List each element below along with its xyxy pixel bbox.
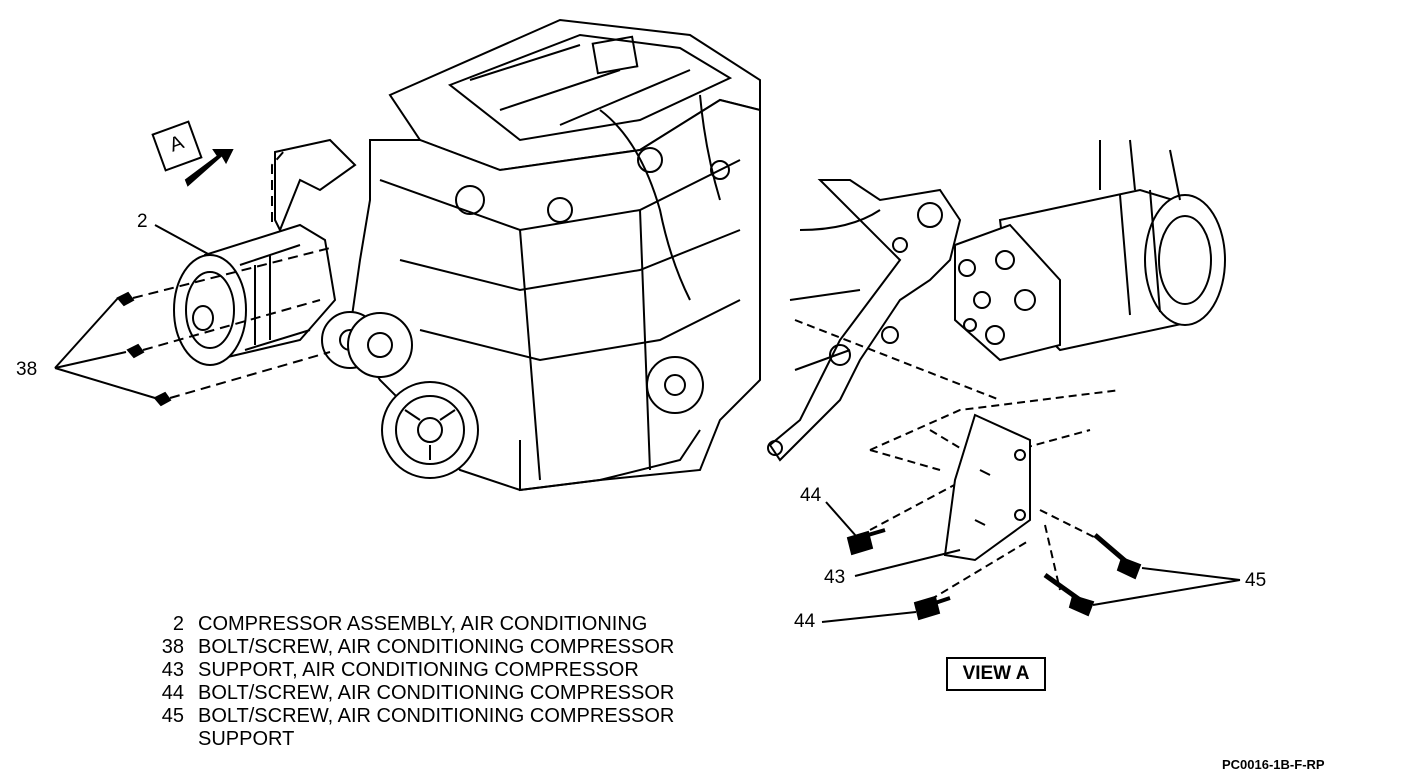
callout-43: 43 [824,567,846,588]
legend-row: 44 BOLT/SCREW, AIR CONDITIONING COMPRESS… [150,682,675,705]
legend-description-continued: SUPPORT [198,728,295,750]
legend-number: 43 [161,659,184,681]
callout-45: 45 [1245,570,1267,591]
legend-number: 45 [161,705,184,727]
legend-row: 38 BOLT/SCREW, AIR CONDITIONING COMPRESS… [150,636,675,659]
view-a-arrow-icon [151,120,234,187]
engine-illustration [274,18,761,492]
legend-number: 2 [172,613,184,635]
callout-38: 38 [16,359,38,380]
legend-description: BOLT/SCREW, AIR CONDITIONING COMPRESSOR [198,636,675,658]
legend-description: BOLT/SCREW, AIR CONDITIONING COMPRESSOR [198,705,675,727]
legend-description: BOLT/SCREW, AIR CONDITIONING COMPRESSOR [198,682,675,704]
callout-2: 2 [137,211,148,232]
support-bracket-43 [943,413,1031,562]
callout-44-bottom: 44 [794,611,816,632]
legend-row: 2 COMPRESSOR ASSEMBLY, AIR CONDITIONING [150,613,674,636]
legend-number: 38 [161,636,184,658]
compressor-view-a [954,139,1226,362]
figure-code: PC0016-1B-F-RP [1222,757,1325,772]
legend-number: 44 [161,682,184,704]
callout-44-top: 44 [800,485,822,506]
view-a-label: VIEW A [946,657,1046,691]
legend-description: COMPRESSOR ASSEMBLY, AIR CONDITIONING [198,613,648,635]
legend-row: 43 SUPPORT, AIR CONDITIONING COMPRESSOR [150,659,674,682]
compressor-left [116,149,337,407]
legend-description: SUPPORT, AIR CONDITIONING COMPRESSOR [198,659,639,681]
legend-row: 45 BOLT/SCREW, AIR CONDITIONING COMPRESS… [150,705,675,751]
engine-bracket-view-a [767,179,1121,601]
parts-legend: 2 COMPRESSOR ASSEMBLY, AIR CONDITIONING … [150,613,675,751]
